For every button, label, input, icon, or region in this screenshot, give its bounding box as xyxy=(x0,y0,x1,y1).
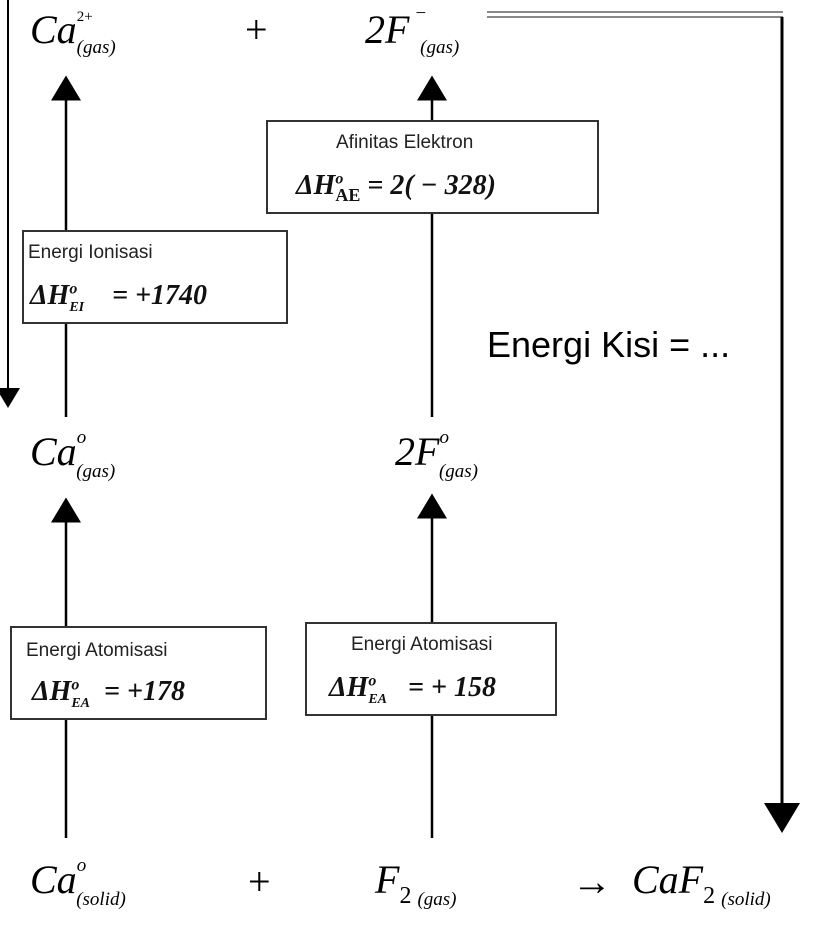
enthalpy-ionisasi: ΔHoEI = +1740 xyxy=(30,280,208,315)
species-ca2-gas: Ca2+(gas) xyxy=(30,7,116,58)
box-title: Energi Atomisasi xyxy=(351,634,493,655)
box-atomisasi-f: Energi Atomisasi ΔHoEA = + 158 xyxy=(305,622,557,716)
box-atomisasi-ca: Energi Atomisasi ΔHoEA = +178 xyxy=(10,626,267,720)
reaction-arrow: → xyxy=(572,859,612,904)
species-2f-minus-gas: 2F−(gas) xyxy=(365,3,460,58)
enthalpy-afinitas: ΔHoAE = 2( − 328) xyxy=(296,170,496,205)
species-ca-gas: Cao(gas) xyxy=(30,427,116,482)
box-title: Afinitas Elektron xyxy=(336,132,474,153)
species-2f-gas: 2Fo(gas) xyxy=(395,427,478,482)
enthalpy-atomisasi-f: ΔHoEA = + 158 xyxy=(329,672,496,707)
box-title: Energi Atomisasi xyxy=(26,640,168,661)
plus-top: + xyxy=(245,7,268,52)
box-title: Energi Ionisasi xyxy=(28,242,153,263)
box-energi-ionisasi: Energi Ionisasi ΔHoEI = +1740 xyxy=(22,230,288,324)
species-ca-solid: Cao(solid) xyxy=(30,855,126,910)
lattice-energy-label: Energi Kisi = ... xyxy=(487,324,731,365)
box-afinitas-elektron: Afinitas Elektron ΔHoAE = 2( − 328) xyxy=(266,120,599,214)
plus-bottom: + xyxy=(248,859,271,904)
species-f2-gas: F2(gas) xyxy=(375,857,457,910)
enthalpy-atomisasi-ca: ΔHoEA = +178 xyxy=(32,676,185,711)
species-caf2-solid: CaF2(solid) xyxy=(632,857,771,910)
